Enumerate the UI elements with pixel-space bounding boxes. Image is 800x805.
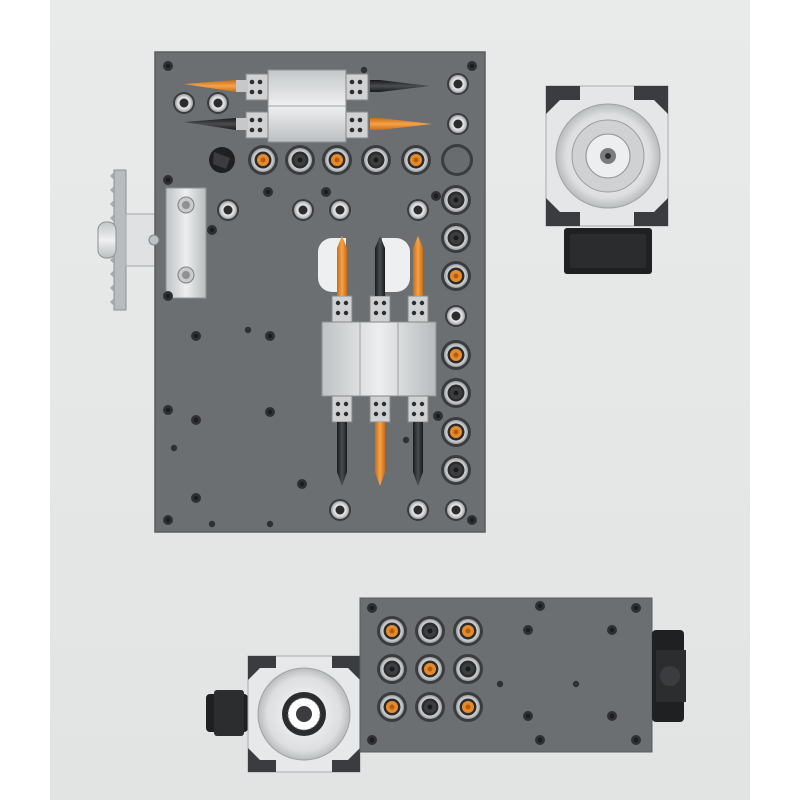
drill-bit-orange: [337, 236, 347, 296]
drill-bit-orange: [375, 422, 385, 486]
horizontal-drill-unit: [184, 69, 432, 143]
vertical-drill-unit: [321, 236, 437, 486]
saw-arbor-block: [148, 187, 207, 299]
bottom-view-boring-head: [206, 597, 686, 773]
top-view-drill-block: [97, 51, 486, 533]
chuck-row-upper: [209, 144, 473, 176]
side-view-spindle-motor: [545, 85, 669, 274]
drill-bit-black: [337, 422, 347, 486]
drill-bit-black: [184, 118, 246, 130]
drill-bit-orange: [184, 80, 246, 92]
drill-bit-black: [375, 236, 385, 296]
drill-bit-orange: [370, 118, 432, 130]
boring-head-body: [359, 597, 653, 753]
drill-bit-black: [413, 422, 423, 486]
drill-bit-black: [370, 80, 430, 92]
drill-bit-orange: [413, 236, 423, 296]
boring-chuck-grid: [377, 616, 483, 722]
